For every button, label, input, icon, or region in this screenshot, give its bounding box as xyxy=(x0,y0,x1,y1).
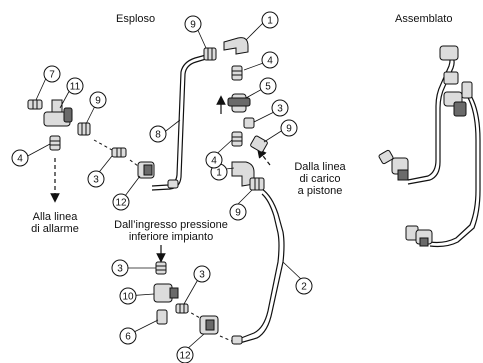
callout-3-4: 3 xyxy=(271,99,289,117)
callout-8-13: 8 xyxy=(149,125,167,143)
note-inlet-line-1: Dall’ingresso pressione xyxy=(114,219,228,231)
callout-10-18: 10 xyxy=(119,287,137,305)
callout-circle xyxy=(89,91,107,109)
callout-4-8: 4 xyxy=(261,51,279,69)
callout-7-12: 7 xyxy=(43,65,61,83)
callout-number: 3 xyxy=(277,104,283,115)
callout-number: 12 xyxy=(179,351,191,362)
callout-number: 3 xyxy=(117,264,123,275)
callout-number: 4 xyxy=(17,154,23,165)
callout-circle xyxy=(119,287,137,305)
callout-2-2: 2 xyxy=(295,277,313,295)
callout-number: 10 xyxy=(122,292,134,303)
callout-circle xyxy=(66,77,84,95)
callout-number: 9 xyxy=(235,208,241,219)
callout-4-9: 4 xyxy=(205,151,223,169)
callout-number: 1 xyxy=(267,16,273,27)
tube-2 xyxy=(235,188,285,345)
note-piston-line-1: Dalla linea xyxy=(294,161,346,173)
fittings-exploded xyxy=(27,37,268,345)
callout-circle xyxy=(176,346,194,363)
callout-3-3: 3 xyxy=(87,170,105,188)
callout-5-10: 5 xyxy=(259,77,277,95)
note-inlet-pressure: Dall’ingresso pressione inferiore impian… xyxy=(96,219,246,243)
note-piston-line: Dalla linea di carico a pistone xyxy=(288,161,352,197)
callout-circle xyxy=(280,119,298,137)
callout-number: 3 xyxy=(93,175,99,186)
callout-number: 1 xyxy=(216,168,222,179)
callout-circle xyxy=(261,11,279,29)
callout-circle xyxy=(119,327,137,345)
tube-8 xyxy=(151,54,207,191)
callout-number: 9 xyxy=(286,124,292,135)
note-alarm-line: Alla linea di allarme xyxy=(28,211,82,235)
callout-circle xyxy=(111,259,129,277)
callout-12-21: 12 xyxy=(176,346,194,363)
callout-circle xyxy=(259,77,277,95)
callout-9-14: 9 xyxy=(184,15,202,33)
callout-number: 9 xyxy=(190,20,196,31)
callout-4-7: 4 xyxy=(11,149,29,167)
callout-11-19: 11 xyxy=(66,77,84,95)
callout-circle xyxy=(193,265,211,283)
note-piston-line-2: di carico xyxy=(299,173,341,185)
callout-1-0: 1 xyxy=(261,11,279,29)
callout-circle xyxy=(11,149,29,167)
flow-arrows xyxy=(50,95,271,263)
callout-circle xyxy=(205,151,223,169)
callout-12-20: 12 xyxy=(112,193,130,211)
callout-number: 9 xyxy=(95,96,101,107)
assembled-view xyxy=(378,45,481,248)
callout-circle xyxy=(184,15,202,33)
callout-circle xyxy=(229,203,247,221)
callout-3-6: 3 xyxy=(193,265,211,283)
callout-number: 7 xyxy=(49,70,55,81)
callout-circle xyxy=(295,277,313,295)
callout-circle xyxy=(43,65,61,83)
callout-circle xyxy=(261,51,279,69)
callout-number: 3 xyxy=(199,270,205,281)
callout-9-15: 9 xyxy=(89,91,107,109)
callout-number: 11 xyxy=(70,82,81,93)
title-assembled: Assemblato xyxy=(395,13,453,25)
callout-number: 4 xyxy=(267,56,273,67)
callout-9-16: 9 xyxy=(280,119,298,137)
callout-circle xyxy=(271,99,289,117)
callout-circle xyxy=(87,170,105,188)
note-alarm-line-2: di allarme xyxy=(31,223,79,235)
callout-circle xyxy=(149,125,167,143)
callout-number: 6 xyxy=(125,332,131,343)
callout-number: 2 xyxy=(301,282,307,293)
callout-circle xyxy=(112,193,130,211)
callout-9-17: 9 xyxy=(229,203,247,221)
callout-number: 5 xyxy=(265,82,271,93)
title-exploded: Esploso xyxy=(116,13,156,25)
callout-number: 12 xyxy=(115,198,127,209)
note-inlet-line-2: inferiore impianto xyxy=(128,231,214,243)
callout-6-11: 6 xyxy=(119,327,137,345)
callout-number: 4 xyxy=(211,156,217,167)
callout-number: 8 xyxy=(155,130,161,141)
note-alarm-line-1: Alla linea xyxy=(32,211,78,223)
note-piston-line-3: a pistone xyxy=(297,185,343,197)
callout-3-5: 3 xyxy=(111,259,129,277)
